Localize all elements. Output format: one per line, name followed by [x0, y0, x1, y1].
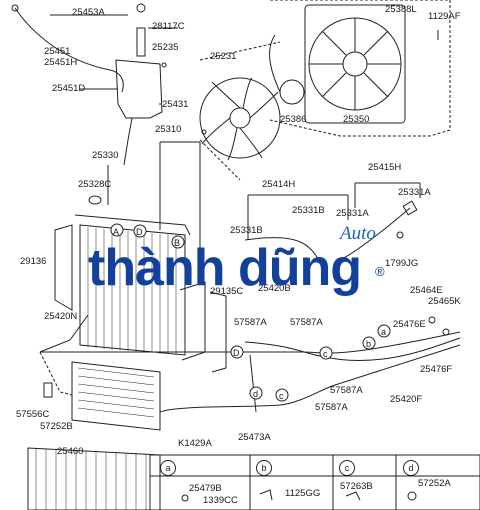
callout-D-top: D — [136, 227, 143, 237]
overflow-hose — [123, 117, 133, 166]
label-25451D: 25451D — [52, 83, 86, 94]
label-57556C: 57556C — [16, 409, 50, 420]
radiator-side — [179, 281, 206, 361]
label-25331B-upper: 25331B — [292, 205, 325, 216]
label-25451: 25451 — [44, 46, 71, 57]
callout-D: D — [233, 348, 240, 358]
fan-blade-circle — [199, 77, 281, 159]
label-25420B: 25420B — [258, 283, 291, 294]
label-57587A-lower1: 57587A — [330, 385, 363, 396]
fan-shroud — [304, 4, 406, 124]
legend-part-25479B: 25479B — [189, 483, 222, 494]
legend-part-57263B: 57263B — [340, 481, 373, 492]
label-25388L: 25388L — [385, 4, 417, 15]
callout-c-mid: c — [323, 349, 328, 359]
callout-c: c — [279, 391, 284, 401]
label-25350: 25350 — [343, 114, 370, 125]
label-25431: 25431 — [162, 99, 189, 110]
radiator-cap — [88, 195, 102, 205]
legend-part-1125GG: 1125GG — [285, 488, 321, 499]
callout-B: B — [174, 238, 181, 248]
callout-a: a — [381, 327, 387, 337]
label-25414H: 25414H — [262, 179, 296, 190]
radiator-core — [79, 224, 186, 356]
label-57587A-lower2: 57587A — [315, 402, 348, 413]
callout-A: A — [113, 227, 120, 237]
label-25231: 25231 — [210, 51, 237, 62]
label-29136: 29136 — [20, 256, 47, 267]
fan-hub — [229, 107, 251, 129]
label-25465K: 25465K — [428, 296, 461, 307]
legend-box — [149, 454, 480, 510]
upper-hose — [244, 237, 321, 263]
motor-wire — [269, 34, 281, 93]
label-25331A-mid: 25331A — [336, 208, 369, 219]
legend-key-d: d — [403, 460, 419, 476]
label-1129AF: 1129AF — [428, 11, 461, 22]
label-25310: 25310 — [155, 124, 182, 135]
shroud-hub — [342, 51, 368, 77]
oil-line-mid — [244, 337, 461, 362]
label-25473A: 25473A — [238, 432, 271, 443]
lower-hose — [339, 207, 411, 261]
radiator-top-tank — [74, 214, 191, 236]
label-25476E: 25476E — [393, 319, 426, 330]
label-57587A-mid: 57587A — [290, 317, 323, 328]
hose-end — [11, 4, 19, 12]
label-25420N: 25420N — [44, 311, 78, 322]
label-25330: 25330 — [92, 150, 119, 161]
label-25420F: 25420F — [390, 394, 423, 405]
label-25331A-right: 25331A — [398, 187, 431, 198]
label-25331B-lower: 25331B — [230, 225, 263, 236]
label-25235: 25235 — [152, 42, 179, 53]
label-57587A-left: 57587A — [234, 317, 267, 328]
label-25460: 25460 — [57, 446, 84, 457]
reservoir-tank — [115, 59, 163, 119]
label-K1429A: K1429A — [178, 438, 212, 449]
watermark-registered: ® — [375, 264, 385, 279]
watermark-brand: thành dũng — [88, 239, 362, 297]
label-25464E: 25464E — [410, 285, 443, 296]
oil-line-lower — [159, 344, 461, 413]
watermark-auto: Auto — [340, 223, 376, 244]
reservoir-hose — [14, 7, 124, 93]
label-1799JG: 1799JG — [385, 258, 419, 269]
oil-cooler — [71, 361, 161, 431]
callout-d: d — [253, 389, 259, 399]
legend-key-b: b — [256, 460, 272, 476]
bracket-57556c — [43, 382, 53, 398]
label-29135C: 29135C — [210, 286, 244, 297]
air-guard — [209, 291, 227, 373]
legend-part-57252A: 57252A — [418, 478, 451, 489]
label-25415H: 25415H — [368, 162, 402, 173]
callout-b: b — [366, 339, 372, 349]
fan-motor — [279, 79, 305, 105]
label-25451H: 25451H — [44, 57, 78, 68]
label-25476F: 25476F — [420, 364, 453, 375]
legend-key-a: a — [160, 460, 176, 476]
side-bracket — [54, 224, 73, 311]
label-25386: 25386 — [280, 114, 307, 125]
reservoir-cap — [136, 27, 146, 57]
condenser — [27, 447, 161, 510]
legend-key-c: c — [339, 460, 355, 476]
cap-top — [136, 3, 146, 13]
label-57252B: 57252B — [40, 421, 73, 432]
label-25328C: 25328C — [78, 179, 112, 190]
label-25453A: 25453A — [72, 7, 105, 18]
legend-part-1339CC: 1339CC — [203, 495, 238, 506]
label-28117C: 28117C — [152, 21, 185, 32]
